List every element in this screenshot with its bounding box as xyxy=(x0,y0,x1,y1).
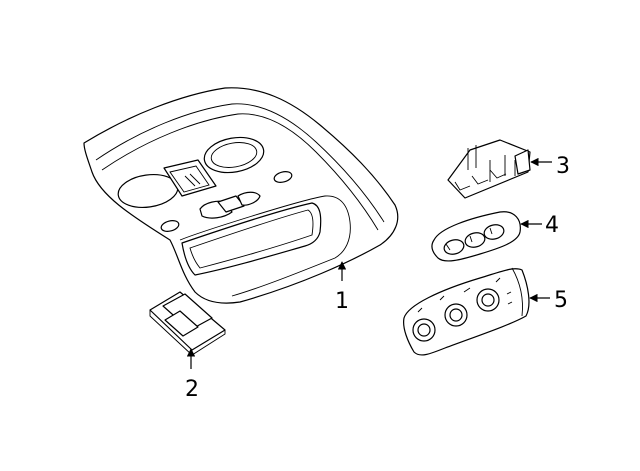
callout-3: 3 xyxy=(556,154,570,179)
overhead-console xyxy=(83,87,399,304)
lamp-lens xyxy=(149,291,226,356)
callout-4: 4 xyxy=(545,213,559,238)
callout-2: 2 xyxy=(185,377,199,402)
callout-5: 5 xyxy=(554,288,568,313)
switch-assembly xyxy=(431,211,521,262)
callout-1: 1 xyxy=(335,289,349,314)
control-panel xyxy=(403,267,530,356)
module-bracket xyxy=(447,139,531,199)
dome-lamp-right xyxy=(203,136,265,174)
